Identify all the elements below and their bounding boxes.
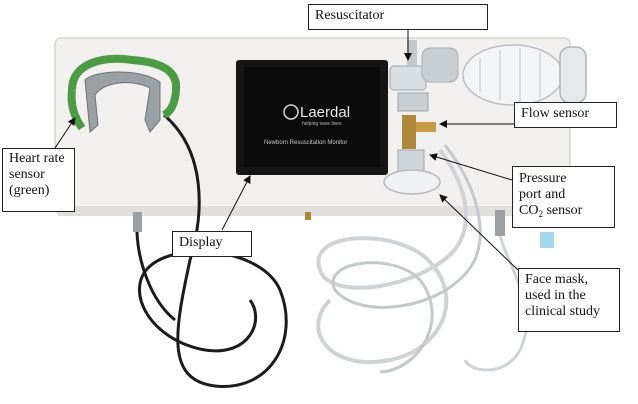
label-display: Display [172, 231, 252, 257]
label-heart-rate-sensor: Heart rate sensor (green) [2, 148, 75, 212]
bottom-port [305, 212, 311, 220]
pressure-port [397, 149, 425, 173]
resuscitator-bag [462, 44, 564, 106]
laerdal-logo-mark [283, 104, 299, 120]
screen-product: Newborn Resuscitation Monitor [264, 140, 348, 146]
right-connector [495, 210, 505, 236]
display-screen [244, 67, 380, 167]
left-connector [133, 212, 142, 232]
resuscitator-top [407, 40, 417, 66]
heart-rate-cable [137, 113, 288, 388]
label-flow-sensor: Flow sensor [514, 102, 617, 128]
label-resuscitator-text: Resuscitator [315, 8, 385, 23]
heart-rate-line-2: sensor [9, 167, 45, 182]
flow-sensor-body [397, 92, 429, 112]
co2-prefix: CO [519, 203, 539, 218]
pressure-line-1: Pressure [519, 171, 567, 186]
flow-sensor-brass [402, 115, 416, 149]
screen-tagline: helping save lives [302, 121, 342, 127]
display-leader [221, 175, 251, 231]
resuscitator-valve [389, 65, 427, 91]
face-mask-line-3: clinical study [525, 304, 601, 319]
heart-rate-sensor-clip [84, 71, 161, 134]
co2-suffix: sensor [542, 203, 583, 218]
heart-rate-sensor-green-left [67, 89, 86, 131]
clear-tubing [316, 148, 468, 364]
screen-brand: Laerdal [300, 104, 351, 121]
right-tube-clip [540, 232, 554, 248]
device-panel-shadow [58, 206, 568, 216]
right-tubing [463, 235, 529, 372]
label-resuscitator: Resuscitator [308, 4, 488, 30]
resuscitator-bag-ribs [479, 48, 541, 102]
label-pressure-co2: Pressure port and CO2 sensor [512, 166, 615, 228]
pressure-line-3: CO2 sensor [519, 203, 608, 222]
heart-rate-line-1: Heart rate [9, 151, 65, 166]
flow-sensor-brass-2 [416, 122, 436, 132]
heart-rate-leader [54, 117, 76, 149]
pressure-line-2: port and [519, 187, 566, 202]
left-connector-cable [135, 231, 176, 322]
face-mask-line-2: used in the [525, 288, 586, 303]
label-face-mask: Face mask, used in the clinical study [518, 268, 620, 332]
pressure-leader [429, 153, 513, 181]
label-display-text: Display [179, 235, 223, 250]
heart-rate-sensor-green [68, 54, 181, 119]
face-mask-line-1: Face mask, [525, 272, 588, 287]
heart-rate-line-3: (green) [9, 183, 50, 198]
resuscitator-neck [421, 47, 459, 83]
resuscitator-reservoir [559, 46, 587, 104]
co2-subscript: 2 [538, 209, 543, 219]
clear-tubing-2 [331, 144, 482, 374]
label-flow-sensor-text: Flow sensor [521, 106, 590, 121]
face-mask-leader [439, 194, 519, 271]
face-mask [383, 169, 441, 195]
